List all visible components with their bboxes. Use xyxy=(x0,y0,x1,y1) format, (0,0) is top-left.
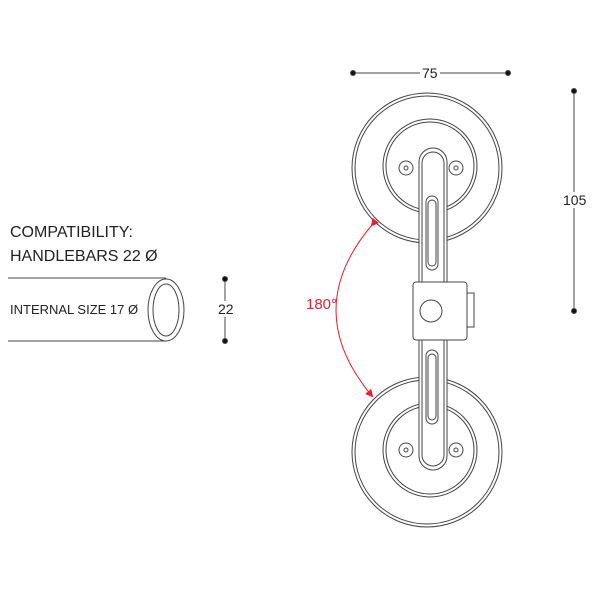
internal-size-label: INTERNAL SIZE 17 Ø xyxy=(10,302,139,317)
rotation-value: 180° xyxy=(306,296,338,313)
clamp-block xyxy=(412,281,475,341)
width-value: 75 xyxy=(420,65,440,81)
tube-diameter-value: 22 xyxy=(216,301,236,317)
rotation-arc xyxy=(335,217,379,398)
compatibility-label: COMPATIBILITY: xyxy=(10,224,133,241)
height-value: 105 xyxy=(561,192,589,208)
handlebar-tube xyxy=(8,277,185,342)
handlebars-label: HANDLEBARS 22 Ø xyxy=(10,248,158,265)
